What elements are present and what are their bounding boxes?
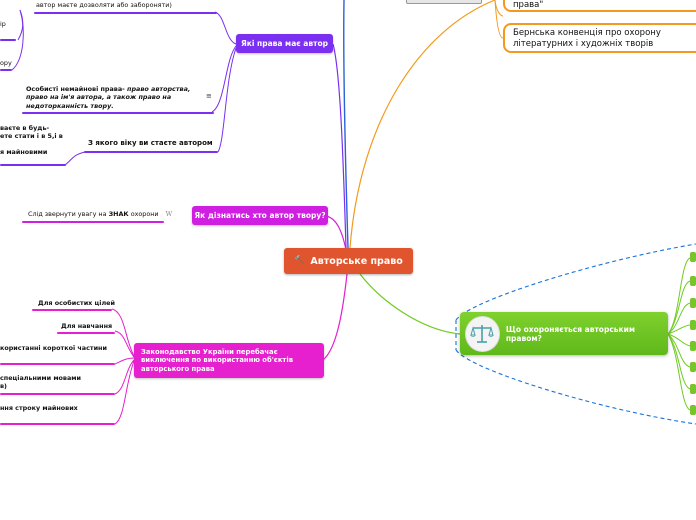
topic-author-age[interactable]: З якого віку ви стаєте автором: [88, 139, 213, 148]
convention-item-1[interactable]: права": [503, 0, 696, 12]
law-item-1[interactable]: Для особистих цілей: [38, 299, 115, 307]
protected-subnode-5[interactable]: [690, 341, 696, 351]
rights-leaf-left2-bar: [0, 69, 12, 71]
protected-subnode-1[interactable]: [690, 252, 696, 262]
topic-author-age-title: З якого віку ви стаєте автором: [88, 139, 213, 147]
rights-leaf-personal-italic: право авторства, право на ім'я автора, а…: [26, 85, 191, 110]
rights-leaf-top-text: автор маєте дозволяти або забороняти): [36, 1, 172, 9]
who-leaf-prefix: Слід звернути увагу на: [28, 210, 107, 218]
who-leaf-suffix: охорони: [130, 210, 159, 218]
law-item-2[interactable]: Для навчання: [61, 322, 112, 330]
law-item-2-text: Для навчання: [61, 322, 113, 330]
topic-who-is-author-title: Як дізнатись хто автор твору?: [194, 211, 326, 220]
law-item-1-bar: [32, 309, 112, 311]
topic-who-is-author[interactable]: Як дізнатись хто автор твору?: [192, 206, 328, 225]
topic-author-age-bar: [84, 151, 218, 153]
age-leaf-line1: ваєте в будь-: [0, 124, 50, 132]
law-item-2-bar: [57, 332, 115, 334]
convention-item-2-line2: літературних і художніх творів: [513, 39, 654, 50]
age-leaf[interactable]: ваєте в будь- ете стати і в 5,і в я майн…: [0, 124, 63, 156]
topic-author-rights[interactable]: Які права має автор: [236, 34, 333, 53]
age-leaf-line2: ете стати і в 5,і в: [0, 132, 63, 141]
age-leaf-bar: [0, 164, 66, 166]
wiki-icon[interactable]: W: [165, 210, 173, 218]
law-item-5-bar: [0, 423, 115, 425]
law-item-3-bar: [0, 363, 115, 365]
rights-leaf-personal[interactable]: Особисті немайнові права- право авторств…: [26, 85, 201, 110]
topic-what-is-protected[interactable]: Що охороняється авторським правом?: [460, 312, 668, 355]
law-item-5[interactable]: ння строку майнових: [0, 404, 78, 412]
age-leaf-line3: я майновими: [0, 147, 48, 156]
gavel-icon: 🔨: [294, 256, 306, 266]
rights-leaf-left1-text: ір: [0, 20, 6, 28]
law-item-3[interactable]: користанні короткої частини: [0, 344, 107, 352]
law-item-4-text-2: в): [0, 382, 7, 391]
protected-subnode-7[interactable]: [690, 384, 696, 394]
law-item-1-text: Для особистих цілей: [38, 299, 115, 307]
convention-item-1-text: права": [513, 0, 544, 10]
rights-leaf-top-bar: [34, 12, 217, 14]
rights-leaf-top[interactable]: автор маєте дозволяти або забороняти): [36, 1, 216, 9]
scales-icon: [465, 315, 500, 352]
protected-subnode-6[interactable]: [690, 362, 696, 372]
rights-leaf-personal-bold: Особисті немайнові права-: [26, 85, 125, 93]
topic-author-rights-title: Які права має автор: [240, 39, 328, 48]
who-leaf-bar: [22, 221, 164, 223]
protected-subnode-2[interactable]: [690, 276, 696, 286]
topic-law-exceptions[interactable]: Законодавство України перебачає виключен…: [134, 343, 324, 378]
rights-leaf-left2[interactable]: ору: [0, 59, 12, 67]
law-item-4-bar: [0, 393, 115, 395]
law-item-3-text: користанні короткої частини: [0, 344, 107, 352]
root-title: Авторське право: [310, 255, 403, 267]
notes-icon[interactable]: ≡: [206, 92, 212, 100]
law-item-4[interactable]: спеціальними мовами в): [0, 374, 81, 391]
convention-item-2-line1: Бернська конвенція про охорону: [513, 28, 661, 38]
rights-leaf-left1-bar: [0, 39, 16, 41]
topic-law-exceptions-title: Законодавство України перебачає виключен…: [141, 347, 293, 373]
top-node-partial[interactable]: [406, 0, 482, 4]
protected-subnode-4[interactable]: [690, 320, 696, 330]
protected-subnode-8[interactable]: [690, 405, 696, 415]
law-item-4-text: спеціальними мовами: [0, 374, 81, 382]
law-item-5-text: ння строку майнових: [0, 404, 78, 412]
rights-leaf-left1[interactable]: ір: [0, 20, 6, 28]
root-topic[interactable]: 🔨 Авторське право: [284, 248, 413, 274]
who-leaf[interactable]: Слід звернути увагу на ЗНАК охорони W: [28, 210, 172, 218]
convention-item-2[interactable]: Бернська конвенція про охорону літератур…: [503, 23, 696, 53]
topic-what-is-protected-title: Що охороняється авторським правом?: [505, 324, 635, 343]
rights-leaf-personal-bar: [22, 112, 214, 114]
rights-leaf-left2-text: ору: [0, 59, 12, 67]
who-leaf-bold: ЗНАК: [108, 210, 129, 218]
protected-subnode-3[interactable]: [690, 298, 696, 308]
